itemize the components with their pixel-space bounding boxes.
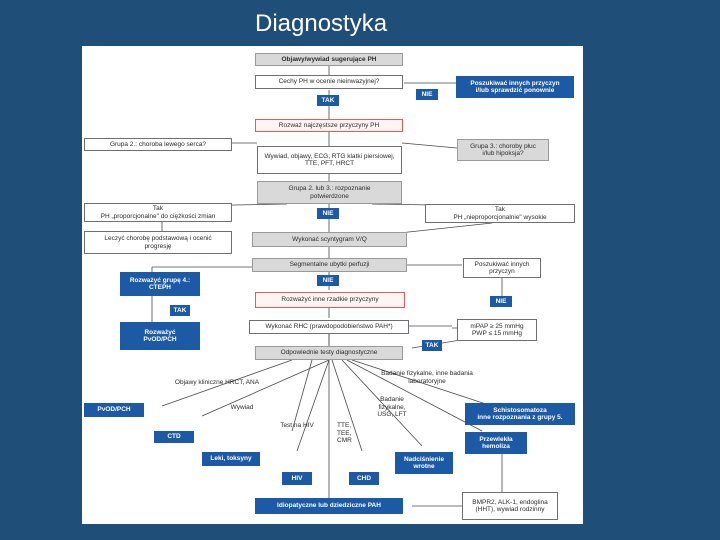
box-leczyc: Leczyć chorobę podstawową i ocenić progr… — [84, 231, 232, 254]
box-idiopatyczne: Idiopatyczne lub dziedziczne PAH — [255, 498, 403, 514]
box-rozwazyc-cteph: Rozważyć grupę 4.: CTEPH — [120, 272, 200, 296]
box-tak-nieprop: Tak PH „nieproporcjonalnie" wysokie — [425, 204, 575, 223]
connector — [346, 359, 483, 432]
box-nie-1: NIE — [416, 89, 438, 100]
label-test-hiv: Test na HIV — [280, 422, 314, 429]
connector — [341, 359, 423, 447]
box-pvod: Rozważyć PvOD/PCH — [120, 322, 200, 350]
box-tak-3: TAK — [422, 340, 442, 351]
label-tte: TTE, TEE, CMR — [337, 422, 352, 444]
label-wywiad: Wywiad — [230, 404, 254, 411]
box-hemoliza: Przewlekła hemoliza — [465, 432, 527, 454]
label-badanie-usg: Badanie fizykalne, USG, LFT — [377, 396, 407, 418]
box-hiv: HIV — [282, 472, 312, 485]
page-title: Diagnostyka — [255, 10, 388, 37]
box-grupa3: Grupa 3.: choroby płuc i/lub hipoksja? — [457, 139, 549, 161]
label-objawy-kliniczne: Objawy kliniczne HRCT, ANA — [174, 379, 260, 386]
box-rhc: Wykonać RHC (prawdopodobieństwo PAH*) — [249, 320, 409, 334]
box-poszukiwac-1: Poszukiwać innych przyczyn i/lub sprawdz… — [456, 76, 574, 98]
box-odpowiednie: Odpowiednie testy diagnostyczne — [255, 346, 403, 360]
box-poszukiwac-2: Poszukiwać innych przyczyn — [463, 258, 541, 278]
box-nie-3: NIE — [317, 275, 339, 286]
box-ctd: CTD — [154, 431, 194, 443]
box-tak-prop: Tak PH „proporcjonalne" do ciężkości zmi… — [84, 203, 232, 222]
box-mpap: mPAP ≥ 25 mmHg PWP ≤ 15 mmHg — [457, 319, 537, 341]
box-chd: CHD — [349, 472, 379, 485]
connector — [351, 359, 493, 407]
connector — [331, 359, 363, 452]
connector — [201, 359, 330, 417]
box-wywiad-badania: Wywiad, objawy, ECG, RTG klatki piersiow… — [257, 146, 402, 174]
connector — [296, 359, 330, 452]
connector — [401, 142, 458, 149]
box-nie-2: NIE — [317, 208, 339, 219]
box-segmentalne: Segmentalne ubytki perfuzji — [252, 258, 407, 272]
box-tak-1: TAK — [317, 95, 339, 106]
box-nadcisnienie: Nadciśnienie wrotne — [395, 452, 453, 474]
box-rzadkie: Rozważyć inne rzadkie przyczyny — [255, 292, 405, 308]
box-rozwaz: Rozważ najczęstsze przyczyny PH — [255, 119, 403, 132]
label-badanie-fizykalne: Badanie fizykalne, inne badania laborato… — [381, 370, 473, 385]
box-tak-2: TAK — [170, 305, 190, 316]
box-grupa23: Grupa 2. lub 3.: rozpoznanie potwierdzon… — [257, 181, 402, 204]
box-pvod-pch: PvOD/PCH — [84, 403, 144, 417]
box-grupa2: Grupa 2.: choroba lewego serca? — [84, 138, 232, 151]
box-leki: Leki, toksyny — [202, 452, 260, 466]
flowchart-panel: Objawy/wywiad sugerujące PH Cechy PH w o… — [82, 46, 583, 524]
box-nie-4: NIE — [490, 296, 512, 307]
box-bmpr2: BMPR2, ALK-1, endoglina (HHT), wywiad ro… — [462, 492, 558, 520]
flowchart-connectors — [151, 66, 503, 507]
box-schistosomatoza: Schistosomatoza inne rozpoznania z grupy… — [465, 403, 575, 425]
box-cechy: Cechy PH w ocenie nieinwazyjnej? — [255, 75, 403, 89]
connector — [291, 359, 313, 432]
connector — [161, 359, 293, 407]
box-objawy: Objawy/wywiad sugerujące PH — [255, 53, 403, 66]
box-wykonac-vq: Wykonać scyntygram V/Q — [252, 232, 407, 247]
